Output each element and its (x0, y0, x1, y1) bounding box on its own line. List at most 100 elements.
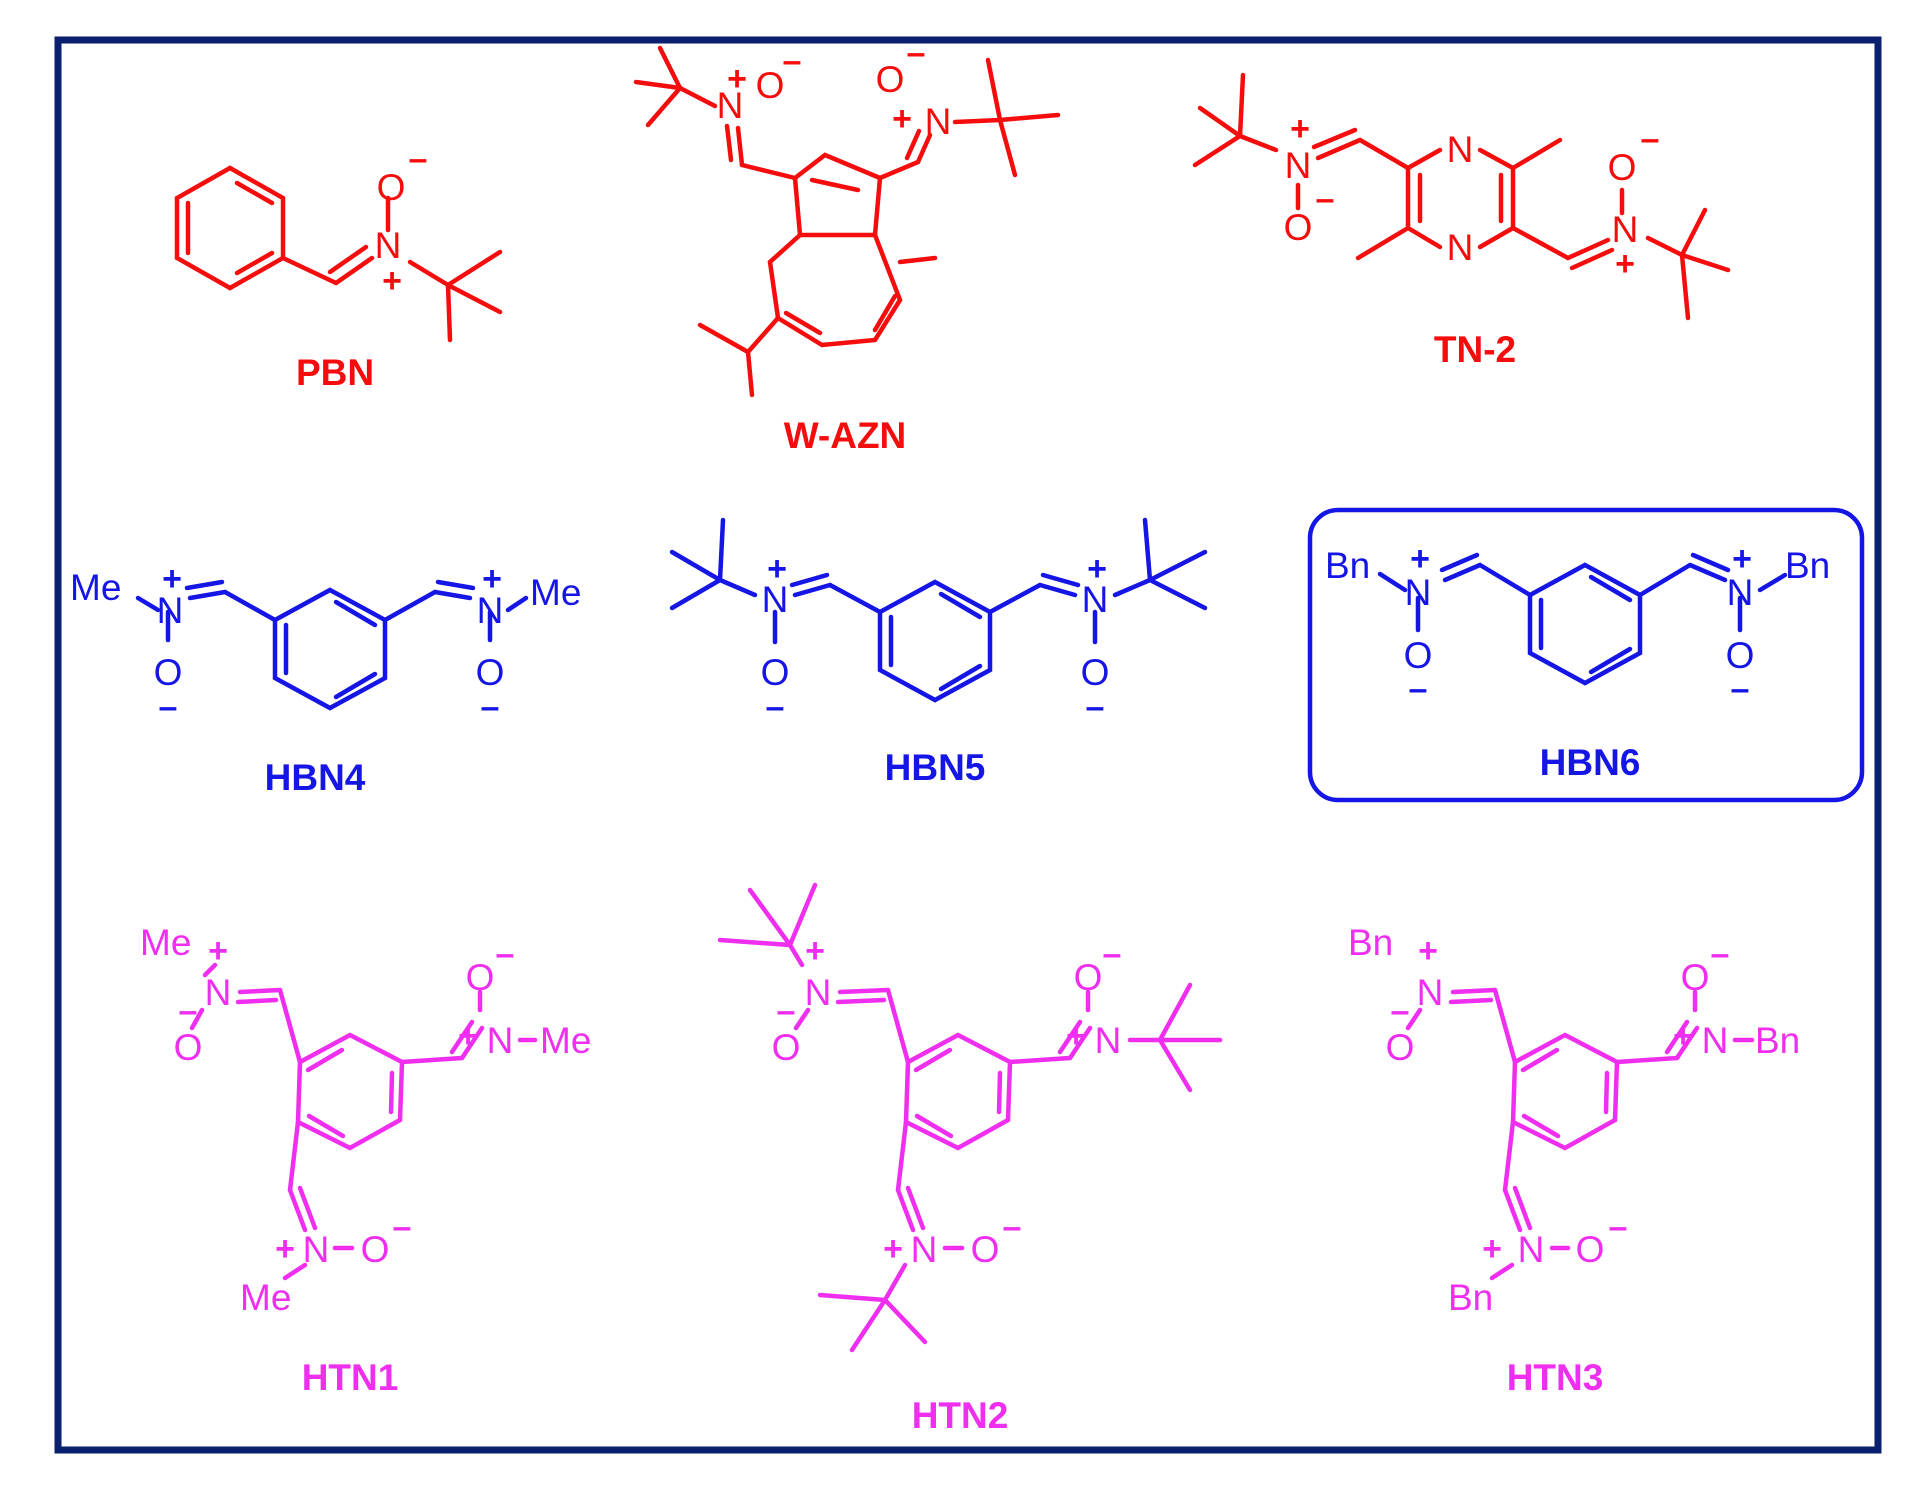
compound-hbn6: Bn N + O – N + Bn O – HBN6 (1307, 507, 1865, 803)
htn1-me-bottom: Me (240, 1277, 291, 1318)
tn2-ring-n-top: N (1447, 129, 1474, 170)
hbn5-n-right: N (1082, 579, 1109, 620)
compound-tn2: N N N O + – N O + – TN-2 (1192, 72, 1731, 370)
compound-hbn4: Me N + O – N + Me O – HBN4 (70, 560, 581, 798)
htn1-o-top: O (174, 1027, 203, 1068)
htn3-plus-top: + (1418, 932, 1438, 970)
tn2-ring-n-bottom: N (1447, 227, 1474, 268)
hbn6-plus-left: + (1410, 540, 1430, 578)
hbn6-minus-right: – (1731, 670, 1750, 708)
hbn5-plus-left: + (767, 550, 787, 588)
htn1-n-bottom: N (303, 1229, 330, 1270)
htn2-o-bottom: O (971, 1229, 1000, 1270)
htn3-n-right: N (1702, 1020, 1729, 1061)
wazn-plus-left: + (727, 60, 747, 98)
figure-frame (54, 36, 1882, 1454)
htn3-o-bottom: O (1576, 1229, 1605, 1270)
htn2-n-top: N (805, 972, 832, 1013)
wazn-o-left: O (756, 65, 785, 106)
htn1-bonds (189, 962, 538, 1281)
hbn6-bn-left: Bn (1325, 545, 1370, 586)
hbn6-highlight-box (1307, 507, 1865, 803)
tn2-plus-right: + (1615, 245, 1635, 283)
htn3-bn-bottom: Bn (1448, 1277, 1493, 1318)
htn1-plus-bottom: + (275, 1230, 295, 1268)
htn2-n-bottom: N (911, 1229, 938, 1270)
hbn4-o-left: O (154, 652, 183, 693)
compound-label-pbn: PBN (296, 352, 374, 393)
wazn-minus-right: – (907, 34, 926, 72)
compound-label-tn2: TN-2 (1434, 329, 1516, 370)
htn1-plus-right: + (458, 1017, 478, 1055)
compound-label-hbn4: HBN4 (265, 757, 366, 798)
htn3-bonds (1405, 987, 1755, 1281)
wazn-o-right: O (876, 59, 905, 100)
compound-label-htn3: HTN3 (1507, 1357, 1604, 1398)
tn2-n-right: N (1612, 209, 1639, 250)
hbn4-minus-right: – (481, 688, 500, 726)
hbn5-plus-right: + (1087, 550, 1107, 588)
hbn5-minus-right: – (1086, 688, 1105, 726)
htn3-plus-right: + (1673, 1017, 1693, 1055)
hbn6-minus-left: – (1409, 670, 1428, 708)
htn2-plus-right: + (1066, 1017, 1086, 1055)
htn3-minus-top: – (1391, 992, 1410, 1030)
pbn-bonds (174, 165, 503, 343)
htn3-plus-bottom: + (1482, 1230, 1502, 1268)
htn2-plus-top: + (805, 932, 825, 970)
htn3-minus-right: – (1711, 935, 1730, 973)
wazn-minus-left: – (783, 42, 802, 80)
tn2-plus-left: + (1290, 110, 1310, 148)
compound-label-htn1: HTN1 (302, 1357, 399, 1398)
hbn6-bn-right: Bn (1785, 545, 1830, 586)
pbn-o-label: O (377, 167, 406, 208)
compound-label-hbn6: HBN6 (1540, 742, 1641, 783)
tn2-bonds (1192, 72, 1731, 321)
htn1-me-right: Me (540, 1020, 591, 1061)
hbn4-plus-right: + (482, 560, 502, 598)
hbn4-plus-left: + (162, 560, 182, 598)
htn2-minus-top: – (777, 992, 796, 1030)
htn2-minus-bottom: – (1003, 1208, 1022, 1246)
tn2-minus-left: – (1316, 180, 1335, 218)
tn2-o-left: O (1284, 207, 1313, 248)
compound-label-wazn: W-AZN (784, 415, 907, 456)
htn3-bn-top: Bn (1348, 922, 1393, 963)
htn1-o-right: O (466, 957, 495, 998)
hbn4-me-left: Me (70, 567, 121, 608)
compound-htn1: Me + N – O O – + N Me + N O – Me HTN1 (140, 922, 591, 1398)
hbn5-n-left: N (762, 579, 789, 620)
htn3-bn-right: Bn (1755, 1020, 1800, 1061)
hbn4-o-right: O (476, 652, 505, 693)
hbn6-n-left: N (1405, 572, 1432, 613)
hbn5-o-left: O (761, 652, 790, 693)
hbn6-o-right: O (1726, 635, 1755, 676)
wazn-n-left: N (717, 85, 744, 126)
hbn5-minus-left: – (766, 688, 785, 726)
htn1-minus-bottom: – (393, 1208, 412, 1246)
htn1-n-right: N (487, 1020, 514, 1061)
compound-label-htn2: HTN2 (912, 1395, 1009, 1436)
hbn6-n-right: N (1727, 572, 1754, 613)
hbn6-bonds (1377, 552, 1788, 686)
hbn4-bonds (135, 579, 529, 711)
pbn-plus: + (382, 262, 402, 300)
htn2-bonds (717, 882, 1223, 1353)
htn2-plus-bottom: + (883, 1230, 903, 1268)
wazn-n-right: N (925, 101, 952, 142)
compound-htn2: + N – O O – + N + N O – HTN2 (717, 882, 1223, 1436)
htn3-n-bottom: N (1518, 1229, 1545, 1270)
pbn-n-label: N (375, 225, 402, 266)
htn2-o-right: O (1074, 957, 1103, 998)
htn1-n-top: N (205, 972, 232, 1013)
htn1-minus-top: – (179, 992, 198, 1030)
hbn6-plus-right: + (1732, 540, 1752, 578)
compound-htn3: Bn + N – O O – + N Bn + N O – Bn HTN3 (1348, 922, 1800, 1398)
wazn-plus-right: + (892, 100, 912, 138)
htn3-n-top: N (1417, 972, 1444, 1013)
hbn4-n-left: N (157, 590, 184, 631)
hbn4-n-right: N (477, 590, 504, 631)
htn2-minus-right: – (1103, 935, 1122, 973)
